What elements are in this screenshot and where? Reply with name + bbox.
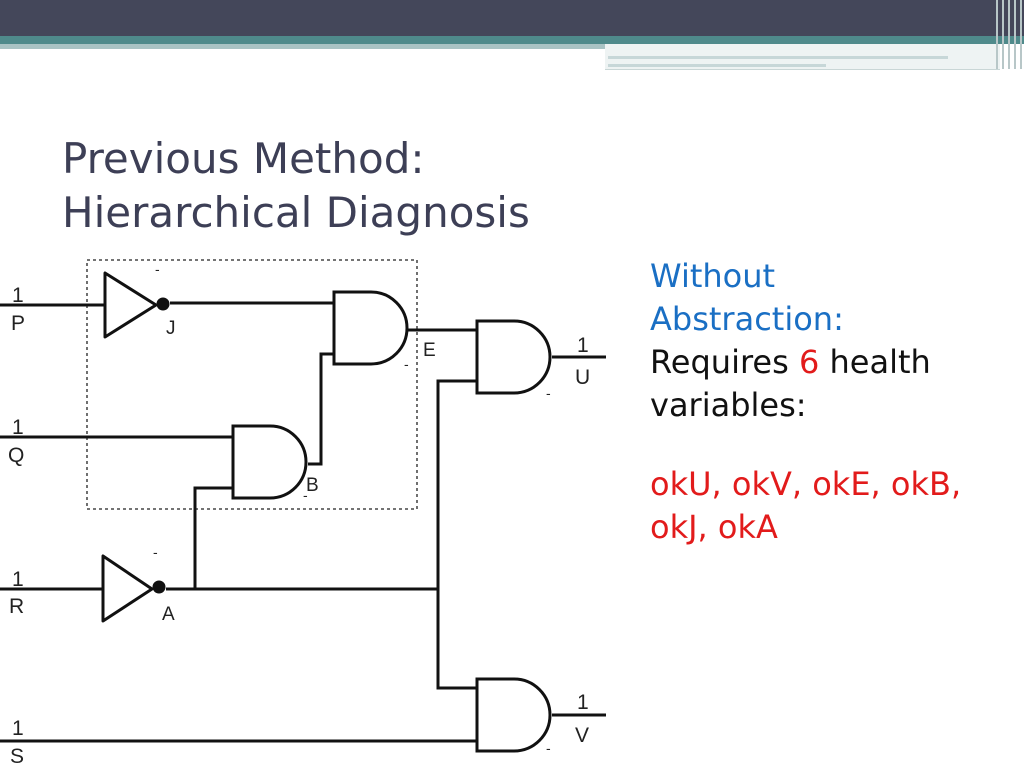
side-heading-line2: Abstraction: xyxy=(650,300,844,338)
diagram-background xyxy=(0,253,606,768)
side-heading-line1: Without xyxy=(650,257,776,295)
gate-b-health: - xyxy=(303,487,308,503)
gate-j-label: J xyxy=(166,318,176,339)
output-v-value: 1 xyxy=(577,691,589,714)
header-stripe xyxy=(996,0,998,69)
requires-text: Requires 6 health variables: xyxy=(650,341,1020,427)
gate-b-label: B xyxy=(306,475,319,496)
output-u-value: 1 xyxy=(577,334,589,357)
side-panel: Without Abstraction: Requires 6 health v… xyxy=(650,255,1020,549)
requires-line2: variables: xyxy=(650,386,807,424)
input-q-label: Q xyxy=(8,444,24,467)
input-q-value: 1 xyxy=(12,416,24,439)
header-stripe xyxy=(1008,0,1010,69)
vars-line2: okJ, okA xyxy=(650,508,778,546)
bubble-a xyxy=(152,580,166,594)
input-s-value: 1 xyxy=(12,717,24,740)
gate-u-health: - xyxy=(546,385,551,401)
slide-title: Previous Method: Hierarchical Diagnosis xyxy=(62,132,530,240)
bubble-j xyxy=(156,297,170,311)
output-u-label: U xyxy=(575,366,590,389)
gate-e-health: - xyxy=(404,356,409,372)
health-variables-list: okU, okV, okE, okB, okJ, okA xyxy=(650,463,1020,549)
header-band-teal xyxy=(0,36,1024,44)
output-v-label: V xyxy=(575,724,589,747)
and-gate-u xyxy=(475,319,552,395)
side-heading: Without Abstraction: xyxy=(650,255,1020,341)
requires-prefix: Requires xyxy=(650,343,789,381)
wire-b-e xyxy=(308,352,333,466)
input-r-label: R xyxy=(9,595,24,618)
abstraction-box xyxy=(86,259,418,510)
input-p-value: 1 xyxy=(12,284,24,307)
header-band-dark xyxy=(0,0,1024,36)
slide-title-line2: Hierarchical Diagnosis xyxy=(62,188,530,237)
header-stripe xyxy=(1002,0,1004,69)
requires-suffix: health xyxy=(829,343,931,381)
gate-v-health: - xyxy=(546,740,551,756)
gate-a-health: - xyxy=(153,544,158,560)
not-gate-a xyxy=(101,554,154,623)
vars-line1: okU, okV, okE, okB, xyxy=(650,465,962,503)
input-p-label: P xyxy=(11,312,25,335)
not-gate-j xyxy=(103,271,158,339)
gate-a-label: A xyxy=(162,604,175,625)
wire-a-b xyxy=(193,486,232,589)
gate-j-health: - xyxy=(155,261,160,277)
input-s-label: S xyxy=(10,745,24,768)
slide-title-line1: Previous Method: xyxy=(62,134,425,183)
header-band-line-short xyxy=(608,64,826,67)
and-gate-v xyxy=(475,677,552,753)
header-stripe xyxy=(1014,0,1016,69)
header-band-line xyxy=(608,56,948,59)
logic-circuit-diagram: 1 P 1 Q 1 R 1 S J A E B - - - - - - 1 U … xyxy=(0,253,606,768)
input-r-value: 1 xyxy=(12,568,24,591)
wire-a-uv xyxy=(436,379,476,690)
and-gate-b xyxy=(231,424,308,500)
header-stripe xyxy=(1020,0,1022,69)
and-gate-e xyxy=(332,290,409,366)
gate-e-label: E xyxy=(423,340,436,361)
requires-count: 6 xyxy=(798,343,820,381)
header-band-light xyxy=(0,44,605,49)
